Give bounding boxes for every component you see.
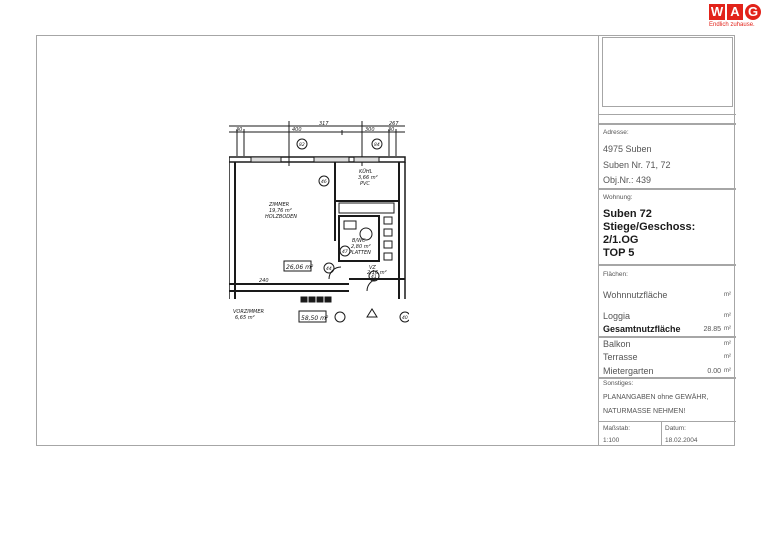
svg-text:VZ: VZ xyxy=(369,265,376,271)
divider xyxy=(599,336,736,338)
drawing-frame: 317 267 30 400 300 30 ZIMMER 19,76 m² HO… xyxy=(36,35,736,446)
title-block-logo-box xyxy=(602,37,733,107)
divider xyxy=(599,421,736,422)
date-label: Datum: xyxy=(665,425,686,432)
divider xyxy=(661,421,662,446)
svg-text:30: 30 xyxy=(236,127,242,133)
other-label: Sonstiges: xyxy=(603,380,634,387)
apartment-name: Suben 72 xyxy=(603,208,652,220)
svg-text:240: 240 xyxy=(259,278,269,284)
svg-text:PVC: PVC xyxy=(360,181,370,187)
svg-text:267: 267 xyxy=(389,121,399,127)
divider xyxy=(599,264,736,266)
unit-number: TOP 5 xyxy=(603,247,635,259)
svg-text:58,50 m²: 58,50 m² xyxy=(301,315,329,322)
svg-text:B/WC: B/WC xyxy=(352,238,366,244)
svg-text:317: 317 xyxy=(319,121,329,127)
logo-letter-g: G xyxy=(745,4,761,20)
title-block-header xyxy=(599,35,736,123)
disclaimer-line-1: PLANANGABEN ohne GEWÄHR, xyxy=(603,394,709,401)
address-line-2: Suben Nr. 71, 72 xyxy=(603,160,671,170)
svg-text:19,76 m²: 19,76 m² xyxy=(269,208,292,214)
staircase-floor-label: Stiege/Geschoss: xyxy=(603,221,696,233)
divider xyxy=(599,377,736,379)
svg-text:26,06 m²: 26,06 m² xyxy=(286,264,314,271)
logo-letter-a: A xyxy=(727,4,743,20)
scale-value: 1:100 xyxy=(603,437,620,444)
svg-text:46: 46 xyxy=(321,179,327,185)
divider xyxy=(599,114,736,115)
areas-label: Flächen: xyxy=(603,271,628,278)
svg-text:82: 82 xyxy=(299,142,305,148)
svg-text:30: 30 xyxy=(388,127,394,133)
plan-area: 317 267 30 400 300 30 ZIMMER 19,76 m² HO… xyxy=(37,36,598,445)
svg-text:PLATTEN: PLATTEN xyxy=(349,250,371,256)
scale-label: Maßstab: xyxy=(603,425,631,432)
logo-letters: W A G xyxy=(709,4,765,20)
wag-logo: W A G Endlich zuhause. xyxy=(709,4,765,34)
logo-tagline: Endlich zuhause. xyxy=(709,22,755,28)
svg-text:VORZIMMER: VORZIMMER xyxy=(233,309,264,315)
address-label: Adresse: xyxy=(603,129,629,136)
svg-text:ZIMMER: ZIMMER xyxy=(268,202,289,208)
svg-text:400: 400 xyxy=(292,127,302,133)
title-block: Adresse: 4975 Suben Suben Nr. 71, 72 Obj… xyxy=(598,35,736,446)
svg-text:KÜHL: KÜHL xyxy=(359,168,373,175)
floor-plan-drawing: 317 267 30 400 300 30 ZIMMER 19,76 m² HO… xyxy=(229,121,409,323)
svg-text:HOLZBODEN: HOLZBODEN xyxy=(265,214,297,220)
svg-text:300: 300 xyxy=(365,127,375,133)
apartment-label: Wohnung: xyxy=(603,194,633,201)
date-value: 18.02.2004 xyxy=(665,437,698,444)
svg-text:41: 41 xyxy=(371,274,377,280)
svg-text:3,66 m²: 3,66 m² xyxy=(358,175,378,181)
disclaimer-line-2: NATURMASSE NEHMEN! xyxy=(603,408,686,415)
svg-text:2,80 m²: 2,80 m² xyxy=(351,244,371,250)
svg-text:6,65 m²: 6,65 m² xyxy=(235,315,255,321)
divider xyxy=(599,188,736,190)
svg-text:44: 44 xyxy=(326,266,332,272)
svg-text:47: 47 xyxy=(342,249,348,255)
logo-letter-w: W xyxy=(709,4,725,20)
address-line-1: 4975 Suben xyxy=(603,144,652,154)
staircase-floor-value: 2/1.OG xyxy=(603,234,639,246)
svg-text:2,16 m²: 2,16 m² xyxy=(367,270,387,276)
scale-date-row: Maßstab: 1:100 Datum: 18.02.2004 xyxy=(599,421,736,446)
svg-text:40: 40 xyxy=(402,315,408,321)
svg-text:84: 84 xyxy=(374,142,380,148)
object-number: Obj.Nr.: 439 xyxy=(603,175,652,185)
divider xyxy=(599,123,736,125)
